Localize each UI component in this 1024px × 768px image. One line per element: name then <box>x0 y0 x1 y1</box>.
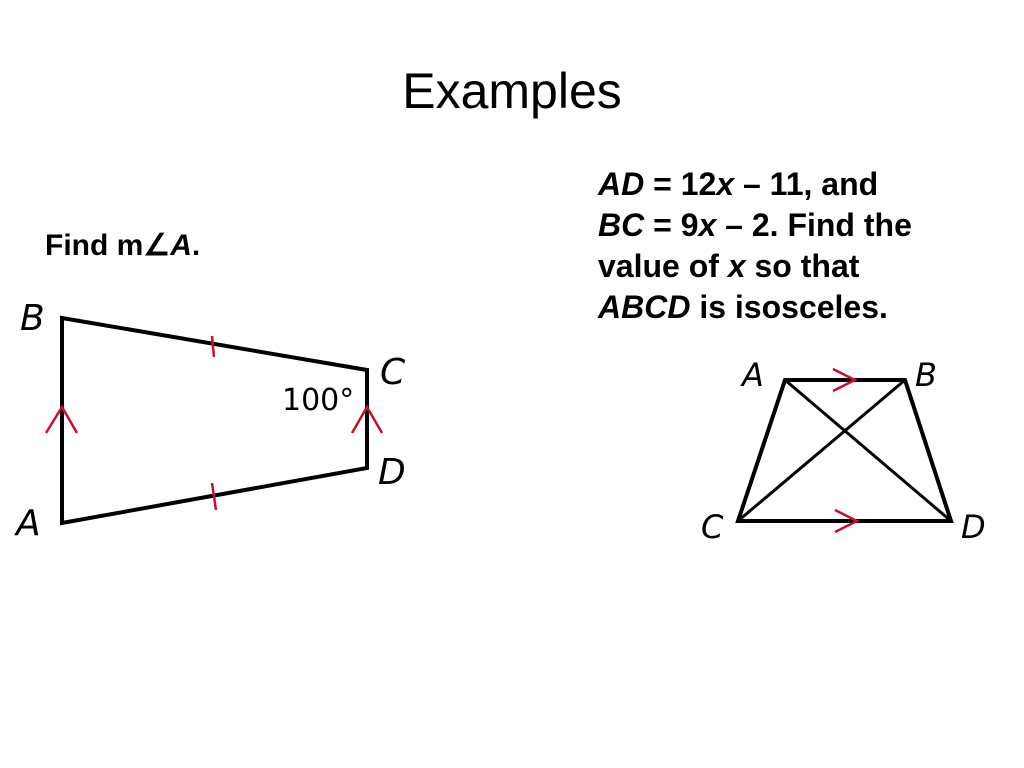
isosceles-problem-text: AD = 12x – 11, and BC = 9x – 2. Find the… <box>598 164 1018 328</box>
problem-line-1: AD = 12x – 11, and <box>598 164 1018 205</box>
angle-measure-label: 100° <box>282 383 354 418</box>
quadrilateral-ABCD: ABCD <box>598 289 691 325</box>
angle-symbol: ∠ <box>143 229 171 262</box>
vertex-label-D: D <box>961 508 986 546</box>
problem-text: = 9 <box>644 207 699 243</box>
vertex-label-B: B <box>915 356 937 394</box>
congruence-tick-mark <box>210 335 216 358</box>
problem-text: value of <box>598 248 728 284</box>
variable-x: x <box>698 207 717 243</box>
parallel-arrow-mark <box>834 508 860 534</box>
variable-x: x <box>716 166 735 202</box>
parallel-arrow-mark <box>832 367 858 393</box>
trapezoid-figure-right: A B C D <box>701 356 986 546</box>
problem-text: = 12 <box>644 166 717 202</box>
variable-x: x <box>727 248 746 284</box>
problem-line-3: value of x so that <box>598 246 1018 287</box>
problem-text: – 2. Find the <box>716 207 912 243</box>
vertex-label-A: A <box>740 356 764 394</box>
vertex-label-B: B <box>20 298 45 339</box>
problem-text: – 11, and <box>734 166 879 202</box>
diagonal-BC <box>737 378 906 523</box>
angle-vertex: A <box>170 229 192 262</box>
trapezoid-outline <box>60 315 369 526</box>
problem-text: is isosceles. <box>690 289 888 325</box>
vertex-label-C: C <box>380 352 406 393</box>
parallel-arrow-mark <box>44 404 79 434</box>
vertex-label-D: D <box>378 452 406 493</box>
problem-text: so that <box>745 248 860 284</box>
trapezoid-outline <box>735 378 954 523</box>
segment-AD: AD <box>598 166 645 202</box>
diagonal-AD <box>784 378 952 523</box>
problem-line-2: BC = 9x – 2. Find the <box>598 205 1018 246</box>
vertex-label-A: A <box>14 503 41 544</box>
prompt-suffix: . <box>191 229 201 262</box>
problem-line-4: ABCD is isosceles. <box>598 287 1018 328</box>
find-angle-prompt: Find m∠A. <box>45 228 200 263</box>
prompt-text: Find m <box>45 229 144 262</box>
segment-BC: BC <box>598 207 645 243</box>
vertex-label-C: C <box>701 508 724 546</box>
congruence-tick-mark <box>210 482 218 511</box>
trapezoid-figure-left: B C D A 100° <box>14 298 406 544</box>
parallel-arrow-mark <box>350 404 384 434</box>
slide-title: Examples <box>402 63 622 119</box>
